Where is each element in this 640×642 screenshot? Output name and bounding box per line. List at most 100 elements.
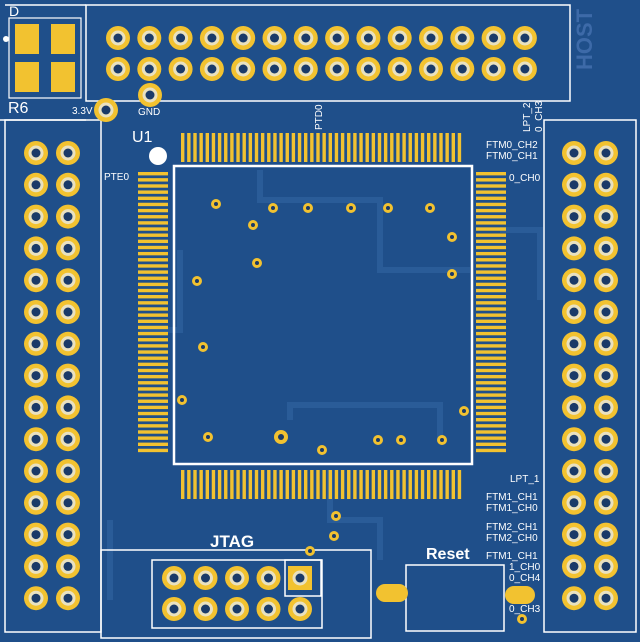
left-header-pin [24, 586, 48, 611]
left-header-pin [24, 268, 48, 293]
u1-pad-bottom [304, 470, 308, 499]
u1-pad-top [193, 133, 197, 162]
u1-pad-top [353, 133, 357, 162]
label-jtag: JTAG [210, 532, 254, 551]
u1-pad-right [476, 350, 506, 354]
left-header-pin [56, 363, 80, 388]
u1-pad-left [138, 208, 168, 213]
u1-pad-bottom [402, 470, 406, 499]
u1-pad-bottom [267, 470, 271, 499]
u1-pad-right [476, 356, 506, 360]
top-header-pin [512, 57, 537, 81]
u1-pad-bottom [408, 470, 412, 499]
left-header-pin [56, 236, 80, 261]
copper-traces [107, 170, 543, 600]
u1-pad-top [408, 133, 412, 162]
u1-pad-left [138, 362, 168, 367]
right-header-pin [594, 586, 618, 611]
left-header-pin [24, 141, 48, 165]
label-3v3: 3.3V [72, 106, 93, 117]
label-u1: U1 [132, 129, 153, 146]
u1-pad-right [476, 448, 506, 453]
left-header-pin [24, 236, 48, 261]
left-header-pin [56, 522, 80, 547]
u1-pad-right [476, 362, 506, 367]
label-lpt2: LPT_2 [522, 102, 533, 132]
right-header-pin [594, 300, 618, 324]
via [198, 342, 208, 352]
u1-pad-bottom [224, 470, 228, 499]
top-header-pin [356, 57, 381, 81]
label-r6: R6 [8, 100, 29, 117]
left-header-pin [24, 554, 48, 579]
right-header-pin [562, 490, 586, 515]
u1-pad-left [138, 374, 168, 379]
u1-pad-left [138, 368, 168, 373]
u1-pad-top [347, 133, 351, 162]
u1-pad-right [476, 344, 506, 348]
u1-pad-top [402, 133, 406, 162]
jtag-header-pin [256, 597, 281, 621]
jtag-header-pin [193, 597, 218, 621]
right-header-pin [594, 172, 618, 197]
top-header-pin [262, 57, 287, 81]
u1-pad-left [138, 288, 168, 293]
via [437, 435, 447, 445]
top-header-pin [512, 26, 537, 50]
u1-pad-bottom [433, 470, 437, 499]
r6-outline [8, 17, 82, 99]
via [274, 430, 288, 444]
right-header-pin [594, 554, 618, 579]
label-reset: Reset [426, 546, 470, 563]
right-header-pin [562, 300, 586, 324]
jtag-header-pin [225, 566, 249, 590]
u1-pad-top [248, 133, 253, 162]
label-gnd: GND [138, 107, 160, 118]
u1-pad-left [138, 282, 168, 287]
u1-pad-left [138, 436, 168, 440]
right-header-pin [594, 490, 618, 515]
u1-pad-top [224, 133, 228, 162]
u1-pad-top [371, 133, 376, 162]
left-header-pin [56, 427, 80, 452]
via [268, 203, 278, 213]
via [203, 432, 213, 442]
u1-pad-top [390, 133, 394, 162]
top-header-pin [419, 26, 443, 50]
right-header-pin [562, 331, 586, 356]
label-ftm0ch1: FTM0_CH1 [486, 151, 538, 162]
top-header-pin [199, 57, 224, 81]
u1-pad-left [138, 307, 168, 311]
right-header-pin [594, 427, 618, 452]
u1-pad-top [187, 133, 191, 162]
u1-pad-bottom [316, 470, 320, 499]
u1-pad-bottom [451, 470, 455, 499]
label-lpt1: LPT_1 [510, 474, 540, 485]
u1-pad-right [476, 202, 506, 207]
u1-pad-bottom [445, 470, 449, 499]
top-header-pin [168, 26, 193, 50]
u1-pad-bottom [328, 470, 332, 499]
u1-pad-right [476, 239, 506, 244]
via [517, 614, 527, 624]
u1-pad-right [476, 295, 506, 299]
u1-pad-bottom [217, 470, 222, 499]
u1-pad-bottom [377, 470, 382, 499]
u1-pad-right [476, 338, 506, 342]
u1-pad-left [138, 172, 168, 176]
top-header-pin [231, 57, 256, 81]
top-header-pin [262, 26, 287, 50]
u1-pad-bottom [414, 470, 419, 499]
u1-pad-left [138, 270, 168, 274]
u1-pad-top [439, 133, 443, 162]
right-header-pin [562, 172, 586, 197]
u1-pad-bottom [310, 470, 314, 499]
via [303, 203, 313, 213]
label-0ch4: 0_CH4 [509, 573, 541, 584]
u1-pad-left [138, 448, 168, 453]
right-header-pin [594, 363, 618, 388]
u1-pad-top [230, 133, 234, 162]
top-header-outline [85, 4, 571, 102]
left-header-pin [56, 141, 80, 165]
